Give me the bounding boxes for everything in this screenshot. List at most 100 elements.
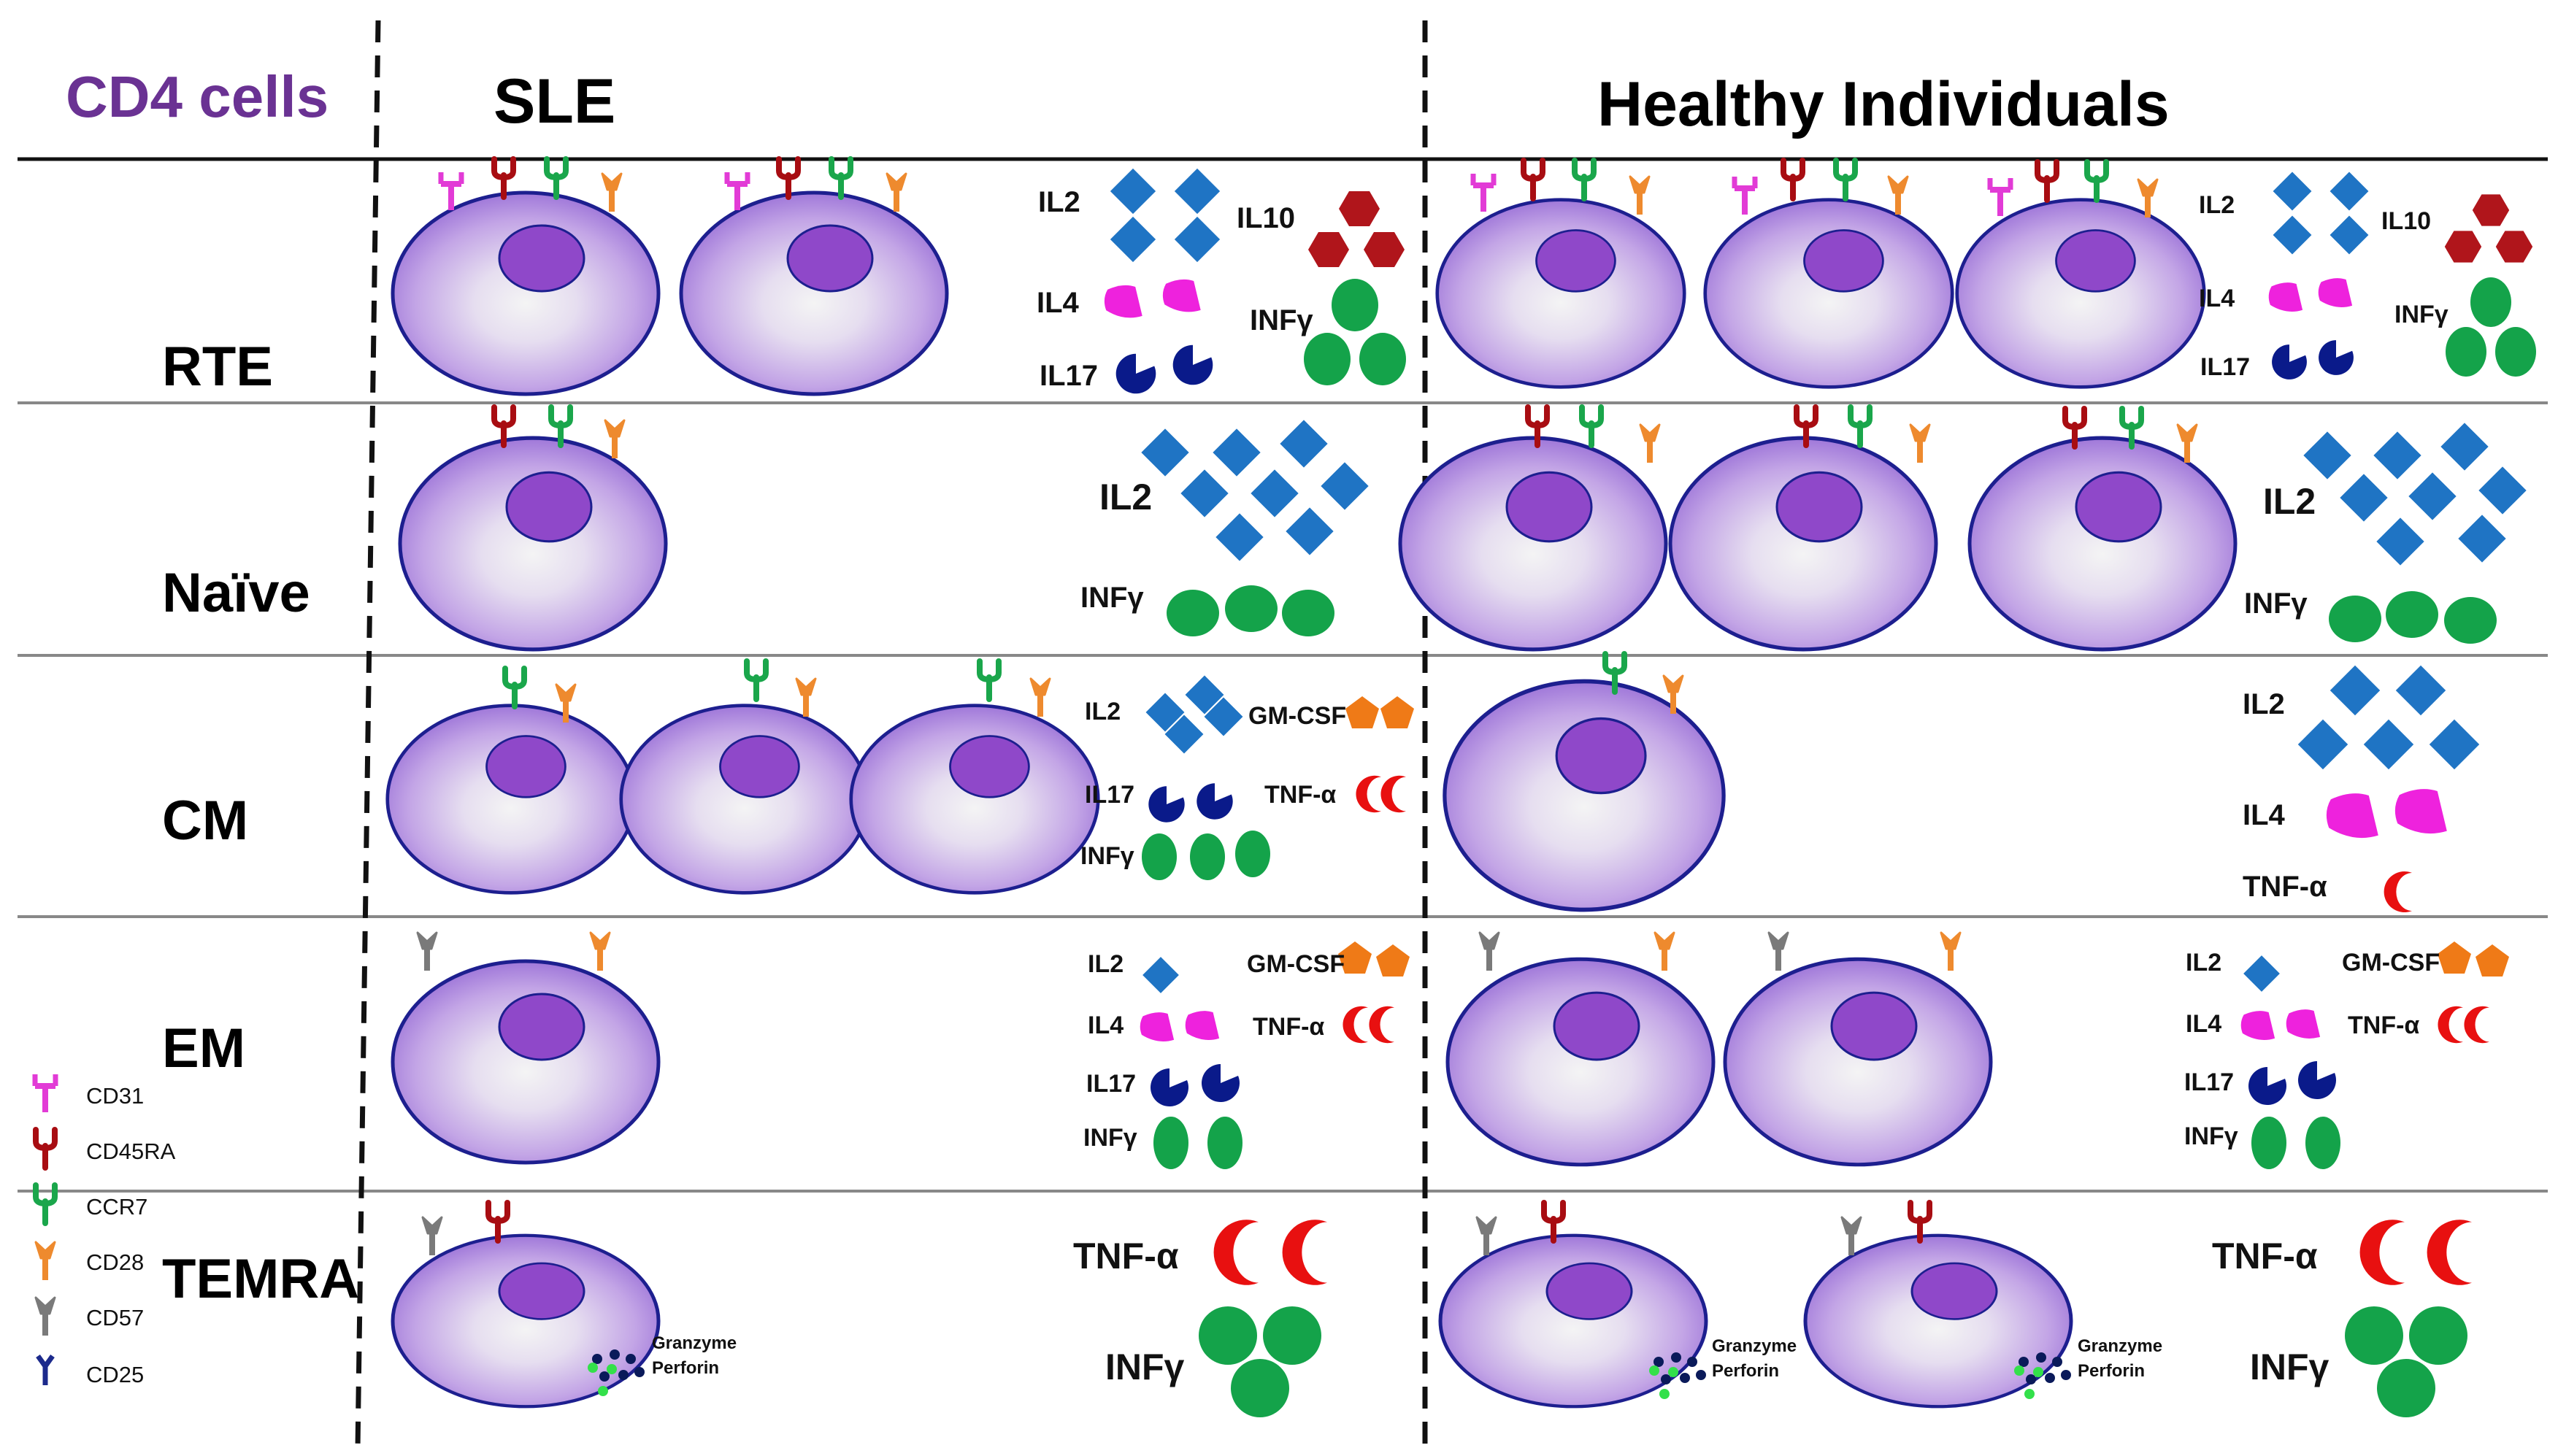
healthy-temra-infg-label: INFγ [2250,1347,2330,1387]
healthy-em-gmcsf-label: GM-CSF [2342,949,2440,977]
sle-em-il4-label: IL4 [1088,1012,1124,1039]
infg-circle-12 [2444,597,2497,644]
sle-cm-infg-label: INFγ [1080,842,1134,870]
cd28-receptor-icon-44 [1655,933,1674,971]
infg-circle-4 [2470,277,2511,327]
il17-pacman-7 [1115,353,1156,394]
il17-pacman-18 [2272,344,2307,380]
sle-rte-il4-label: IL4 [1037,287,1080,319]
legend: CD31 CD45RA CCR7 CD28 CD57 CD25 [35,1074,176,1387]
tnfa-crescent-64 [1343,1006,1368,1044]
sle-temra-granzyme-dot-1 [592,1354,602,1364]
cd31-receptor-icon-9 [1473,174,1494,212]
legend-label-ccr7: CCR7 [86,1194,147,1220]
sle-cm-il2-label: IL2 [1085,698,1121,725]
infg-circle-8 [1225,585,1278,632]
infg-circle-2 [1304,333,1351,385]
healthy-temra-1-granzyme-dot-6 [1696,1370,1706,1380]
tnfa-crescent-48 [1380,775,1406,813]
tnfa-crescent-73 [2438,1006,2463,1044]
il2-diamond-30 [1286,507,1334,555]
il2-diamond-57 [1142,957,1179,993]
il4-wedge-16 [2268,282,2303,312]
il2-diamond-33 [2440,423,2489,471]
il17-pacman-60 [1151,1068,1188,1106]
cd45ra-legend-icon [36,1130,55,1168]
healthy-temra-2-granzyme-dot-3 [2052,1357,2062,1367]
healthy-rte-il4-label: IL4 [2199,285,2235,312]
cd28-receptor-icon-12 [1630,177,1649,215]
gmcsf-pentagon-72 [2476,944,2509,977]
healthy-temra-2-granzyme-dot-6 [2061,1370,2071,1380]
il17-pacman-44 [1197,783,1233,820]
sle-em-cell-1 [393,961,658,1163]
healthy-cm-il2-label: IL2 [2243,688,2285,720]
tnfa-crescent-75 [1213,1220,1259,1285]
infg-circle-10 [2329,596,2381,642]
il2-diamond-26 [1180,469,1229,517]
il2-diamond-12 [2273,172,2312,211]
infg-circle-3 [1359,333,1406,385]
healthy-temra-1-granzyme-dot-4 [1661,1374,1671,1384]
infg-circle-15 [1235,831,1270,877]
sle-temra-granzyme-label: Granzyme [652,1333,737,1353]
sle-cm-cell-2 [621,706,869,893]
healthy-rte-il2-label: IL2 [2199,191,2235,219]
cd4-cells-heading: CD4 cells [66,64,329,129]
healthy-rte-infg-label: INFγ [2394,301,2448,328]
ccr7-receptor-icon-3 [547,159,566,197]
infg-circle-23 [2345,1306,2403,1365]
il2-diamond-28 [1321,462,1369,510]
sle-cm-cell-1 [388,706,635,893]
il2-diamond-37 [2376,517,2424,566]
il2-diamond-4 [1174,216,1221,263]
gmcsf-pentagon-63 [1376,944,1410,977]
healthy-em-infg-label: INFγ [2184,1122,2238,1150]
cd28-receptor-icon-8 [887,174,906,212]
healthy-temra-granzyme-label-1: Granzyme [1712,1336,1797,1356]
cd57-receptor-icon-51 [1842,1217,1861,1255]
infg-circle-1 [1332,279,1378,331]
healthy-em-il4-label: IL4 [2186,1010,2221,1038]
infg-circle-24 [2409,1306,2467,1365]
legend-label-cd31: CD31 [86,1083,144,1109]
legend-label-cd25: CD25 [86,1362,144,1387]
sle-temra-perforin-dot-1 [588,1363,598,1373]
cd31-receptor-icon-5 [727,172,748,210]
cd25-legend-icon [36,1354,55,1385]
cytokine-shapes-layer [588,168,2536,1417]
sle-naive-il2-label: IL2 [1099,477,1152,517]
infg-circle-22 [1231,1359,1289,1417]
grid-lines [18,20,2548,1449]
il4-wedge-17 [2318,278,2353,307]
healthy-temra-perforin-label-1: Perforin [1712,1361,1779,1381]
cd31-receptor-icon-13 [1735,177,1755,215]
cd28-receptor-icon-16 [1889,177,1908,215]
healthy-naive-il2-label: IL2 [2263,481,2316,522]
cd57-receptor-icon-43 [1480,933,1499,971]
sle-temra-perforin-dot-2 [607,1364,617,1374]
il2-diamond-51 [2297,719,2348,770]
il17-pacman-61 [1202,1064,1240,1102]
legend-label-cd28: CD28 [86,1249,144,1275]
healthy-em-cell-2 [1725,959,1991,1165]
infg-circle-18 [2251,1117,2286,1169]
il4-wedge-54 [2326,793,2378,839]
cd28-legend-icon [36,1242,55,1280]
il2-diamond-23 [1141,428,1189,477]
cd45ra-receptor-icon-2 [494,159,513,197]
healthy-temra-2-granzyme-dot-5 [2045,1373,2055,1383]
cd28-receptor-icon-46 [1941,933,1960,971]
sle-cm-il17-label: IL17 [1085,781,1134,809]
cd57-legend-icon [36,1298,55,1336]
il2-diamond-50 [2395,665,2446,716]
healthy-rte-cell-2 [1705,200,1953,388]
sle-naive-cell-1 [400,438,666,650]
healthy-rte-cell-3 [1957,200,2205,388]
ccr7-receptor-icon-33 [505,669,524,706]
healthy-temra-2-perforin-dot-3 [2024,1389,2035,1399]
ccr7-receptor-icon-15 [1836,161,1855,199]
healthy-temra-1-granzyme-dot-1 [1654,1357,1664,1367]
infg-circle-14 [1190,833,1225,880]
sle-cm-gmcsf-label: GM-CSF [1248,702,1346,730]
